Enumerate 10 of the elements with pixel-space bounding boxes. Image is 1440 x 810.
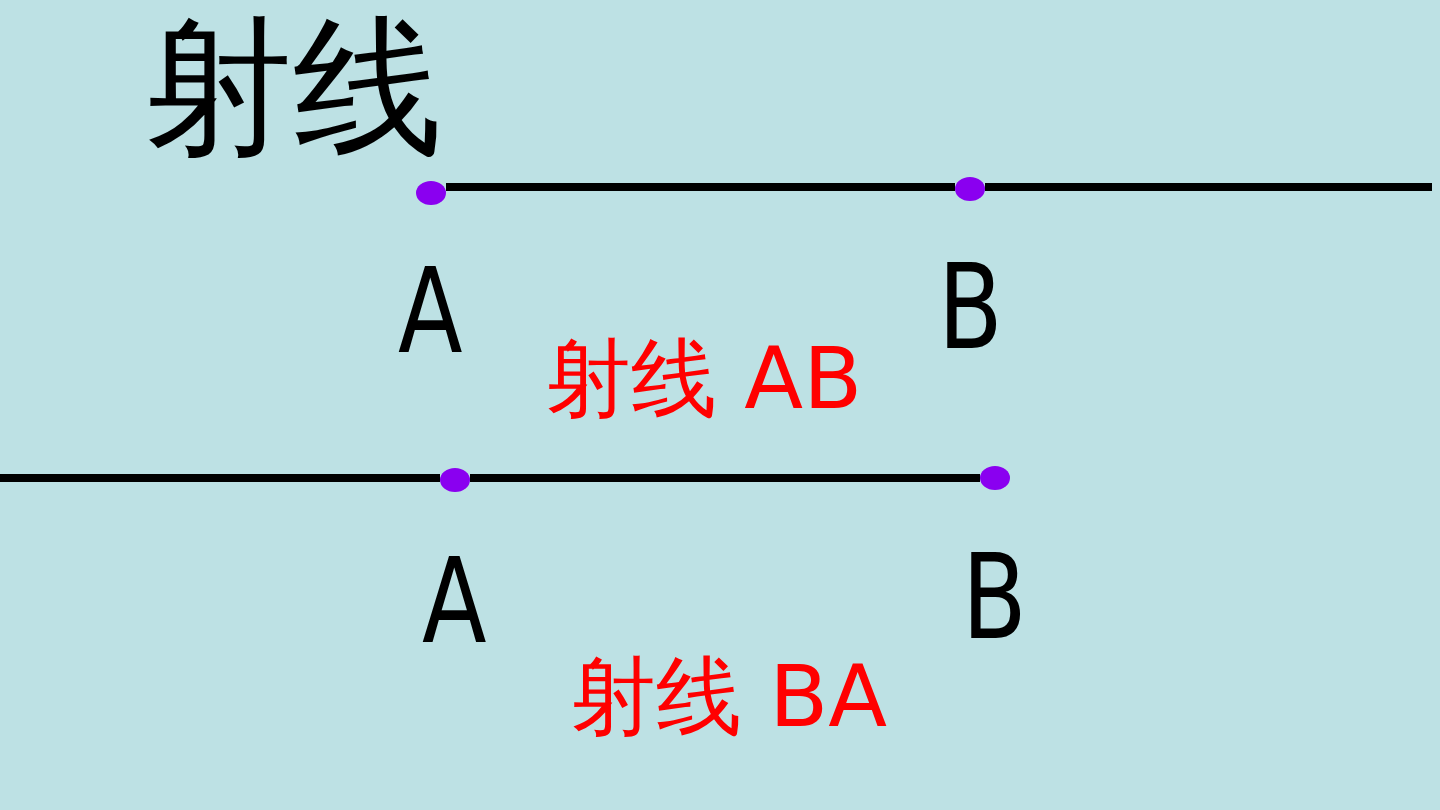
line xyxy=(446,183,955,191)
point-label: A xyxy=(398,252,463,370)
ray-caption: 射线 BA xyxy=(570,653,888,739)
line xyxy=(470,474,980,482)
point-label: A xyxy=(422,542,487,660)
title: 射线 xyxy=(143,12,443,162)
line xyxy=(0,474,440,482)
point-label: B xyxy=(962,538,1027,656)
point-label: B xyxy=(938,248,1003,366)
ray-caption: 射线 AB xyxy=(545,335,863,421)
